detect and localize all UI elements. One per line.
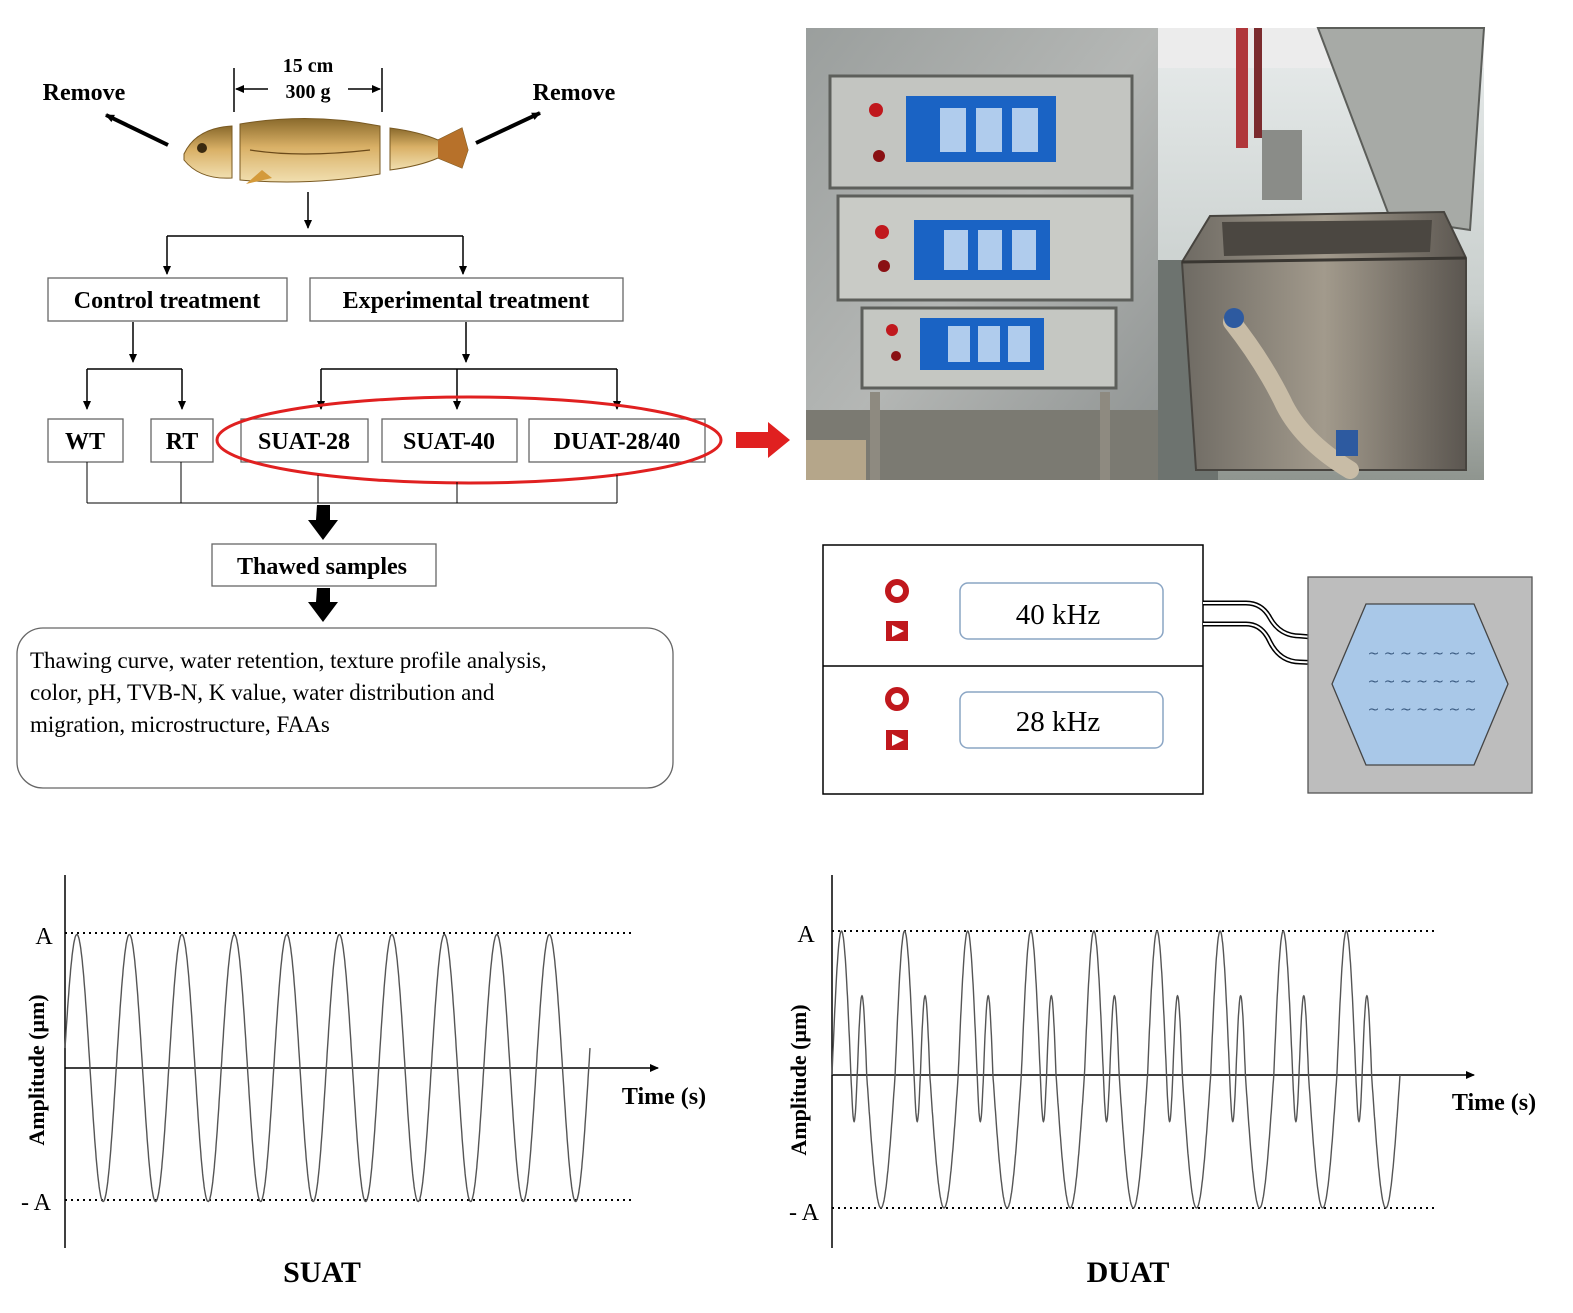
remove-right-arrow: [475, 111, 541, 145]
frequency-display: [959, 582, 1164, 640]
power-indicator-icon: [885, 579, 909, 603]
analyses-line-1: Thawing curve, water retention, texture …: [30, 648, 547, 673]
group-label-suat40: SUAT-40: [403, 429, 495, 455]
power-indicator-icon: [885, 687, 909, 711]
control-treatment-box: [47, 277, 288, 322]
highlight-arrow: [736, 422, 790, 458]
group-box-suat28: [240, 418, 369, 463]
analysis-arrow-down: [308, 588, 338, 622]
group-label-duat: DUAT-28/40: [554, 429, 681, 455]
remove-right-label: Remove: [533, 80, 616, 106]
thawed-samples-box: [211, 543, 437, 587]
merge-arrow-down: [308, 505, 338, 540]
equipment-photo: [806, 27, 1486, 480]
y-tick-label-a: A: [35, 924, 53, 950]
analyses-line-2: color, pH, TVB-N, K value, water distrib…: [30, 680, 495, 705]
flowchart: 15 cm 300 g Remove Remove: [16, 55, 790, 789]
suat-chart: A - A Amplitude (μm) Time (s) SUAT: [21, 875, 706, 1289]
ultrasonic-wave-icon: ~ ~ ~ ~ ~ ~ ~: [1368, 646, 1477, 662]
fish-picture: [183, 118, 469, 184]
x-axis-label: Time (s): [622, 1084, 706, 1110]
group-label-rt: RT: [166, 429, 199, 455]
y-axis-label: Amplitude (μm): [24, 994, 49, 1145]
frequency-label-40: 40 kHz: [1016, 599, 1101, 631]
fish-size-label: 15 cm: [283, 55, 334, 77]
generator-unit: [860, 306, 1118, 390]
chart-title: SUAT: [283, 1256, 361, 1289]
group-box-rt: [150, 418, 214, 463]
generator-unit: [836, 194, 1134, 302]
y-tick-label-a: A: [797, 922, 815, 948]
remove-left-label: Remove: [43, 80, 126, 106]
group-label-wt: WT: [65, 429, 105, 455]
y-tick-label-neg-a: - A: [21, 1190, 52, 1216]
group-box-duat: [528, 418, 706, 463]
thawed-samples-label: Thawed samples: [237, 554, 407, 580]
analyses-box: [16, 627, 674, 789]
y-axis-label: Amplitude (μm): [786, 1004, 811, 1155]
chart-title: DUAT: [1087, 1256, 1170, 1289]
generator-unit: [828, 74, 1134, 190]
ultrasonic-wave-icon: ~ ~ ~ ~ ~ ~ ~: [1368, 702, 1477, 718]
generator-schematic: 40 kHz 28 kHz ~ ~ ~ ~ ~ ~ ~ ~ ~ ~ ~ ~ ~ …: [822, 544, 1533, 795]
control-treatment-label: Control treatment: [74, 288, 260, 314]
y-tick-label-neg-a: - A: [789, 1200, 820, 1226]
group-box-suat40: [381, 418, 518, 463]
waveform-line: [831, 930, 1401, 1209]
tank-water: [1331, 603, 1509, 766]
waveform-line: [64, 933, 591, 1203]
ultrasonic-wave-icon: ~ ~ ~ ~ ~ ~ ~: [1368, 674, 1477, 690]
duat-chart: A - A Amplitude (μm) Time (s) DUAT: [786, 875, 1536, 1289]
group-box-wt: [47, 418, 124, 463]
frequency-label-28: 28 kHz: [1016, 706, 1101, 738]
x-axis-label: Time (s): [1452, 1090, 1536, 1116]
ultrasound-groups-highlight: [215, 395, 723, 485]
experimental-treatment-box: [309, 277, 624, 322]
fish-weight-label: 300 g: [286, 81, 331, 103]
remove-left-arrow: [105, 113, 169, 147]
analyses-line-3: migration, microstructure, FAAs: [30, 712, 330, 737]
group-label-suat28: SUAT-28: [258, 429, 350, 455]
frequency-display: [959, 691, 1164, 749]
experimental-treatment-label: Experimental treatment: [343, 288, 590, 314]
